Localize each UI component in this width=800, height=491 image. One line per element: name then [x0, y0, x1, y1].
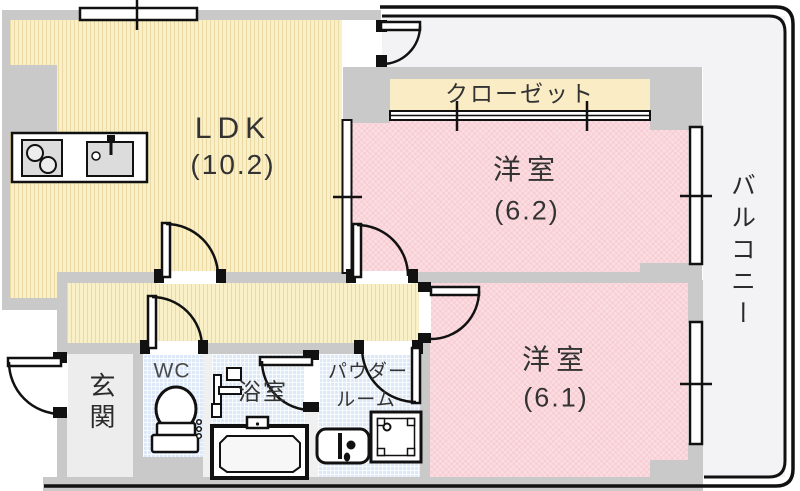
bathtub-icon: [210, 415, 309, 480]
doorway-powder: [358, 341, 416, 355]
wall-wet-top: [57, 343, 430, 354]
window-icon-bedroom-a: [680, 125, 712, 266]
wall-closet-top: [343, 67, 702, 79]
room-label-bedroom-b: 洋室: [521, 344, 591, 375]
doorway-balcony: [342, 20, 382, 67]
wall-powder-bedroom: [420, 272, 430, 477]
wall-entrance-wc: [133, 343, 143, 477]
door-icon-bath: [258, 355, 314, 412]
wall-right-upper: [688, 280, 703, 323]
door-icon-entrance: [6, 356, 63, 416]
room-closet-floor: [390, 79, 650, 111]
room-label-bedroom-a: 洋室: [492, 154, 562, 185]
room-label-closet: クローゼット: [445, 80, 595, 107]
balcony-outline-outer: [44, 5, 795, 488]
wall-closet-right: [650, 67, 702, 130]
wall-wc-bath: [203, 354, 212, 477]
wall-left-cap: [2, 298, 57, 310]
sliding-door-icon-closet: [389, 101, 651, 131]
room-label-wc: WC: [153, 359, 191, 383]
door-icons: [6, 20, 481, 416]
door-jambs: [53, 20, 431, 418]
door-icon-wc: [146, 294, 204, 350]
doorway-ldk: [158, 271, 220, 284]
room-label-bathroom: 浴室: [238, 378, 288, 405]
doorway-bath: [304, 355, 320, 407]
toilet-icon: [150, 385, 203, 454]
room-label-balcony: バルコニー: [727, 172, 756, 332]
wall-left-block: [2, 65, 57, 133]
door-icon-bedroom-b: [429, 285, 481, 341]
doorway-entrance: [55, 356, 68, 414]
door-icon-powder: [360, 346, 422, 405]
room-label-bedroom-b-size: (6.1): [523, 382, 589, 413]
window-icon-top: [78, 0, 199, 30]
doorway-bedroom-b: [419, 286, 431, 340]
wall-closet-left: [343, 67, 390, 123]
wall-left: [2, 10, 10, 303]
balcony-floor: [382, 16, 785, 477]
doorway-bedroom-a: [350, 271, 412, 284]
room-label-powder-line2: ルーム: [336, 389, 396, 411]
shower-icon: [211, 367, 242, 418]
door-icon-balcony: [379, 20, 422, 66]
doorway-wc: [144, 341, 202, 355]
room-label-bedroom-a-size: (6.2): [494, 195, 560, 226]
room-label-ldk: LDK: [194, 112, 272, 145]
room-label-entrance: 玄関: [86, 372, 116, 434]
balcony-outline-inner: [382, 14, 787, 479]
sink-icon: [86, 135, 134, 177]
wall-bottom-notch: [650, 460, 688, 477]
room-entrance-floor: [67, 354, 133, 477]
door-icon-ldk: [160, 221, 220, 279]
door-icon-bedroom-a: [351, 222, 410, 279]
wall-right-lower: [688, 443, 703, 477]
room-ldk-floor: [10, 20, 342, 272]
wall-wc-bottom: [143, 457, 203, 477]
stove-icon: [21, 139, 63, 177]
room-bedroom-a-floor: [352, 121, 688, 272]
window-icon-bedroom-b: [680, 320, 712, 446]
washbasin-icon: [315, 427, 371, 465]
room-ldk-floor-tab: [10, 272, 57, 298]
room-label-ldk-size: (10.2): [190, 149, 276, 180]
washing-machine-pan-icon: [369, 410, 423, 464]
room-label-powder-line1: パウダー: [327, 361, 409, 383]
hallway-floor: [67, 283, 420, 343]
kitchen-counter: [10, 131, 149, 184]
